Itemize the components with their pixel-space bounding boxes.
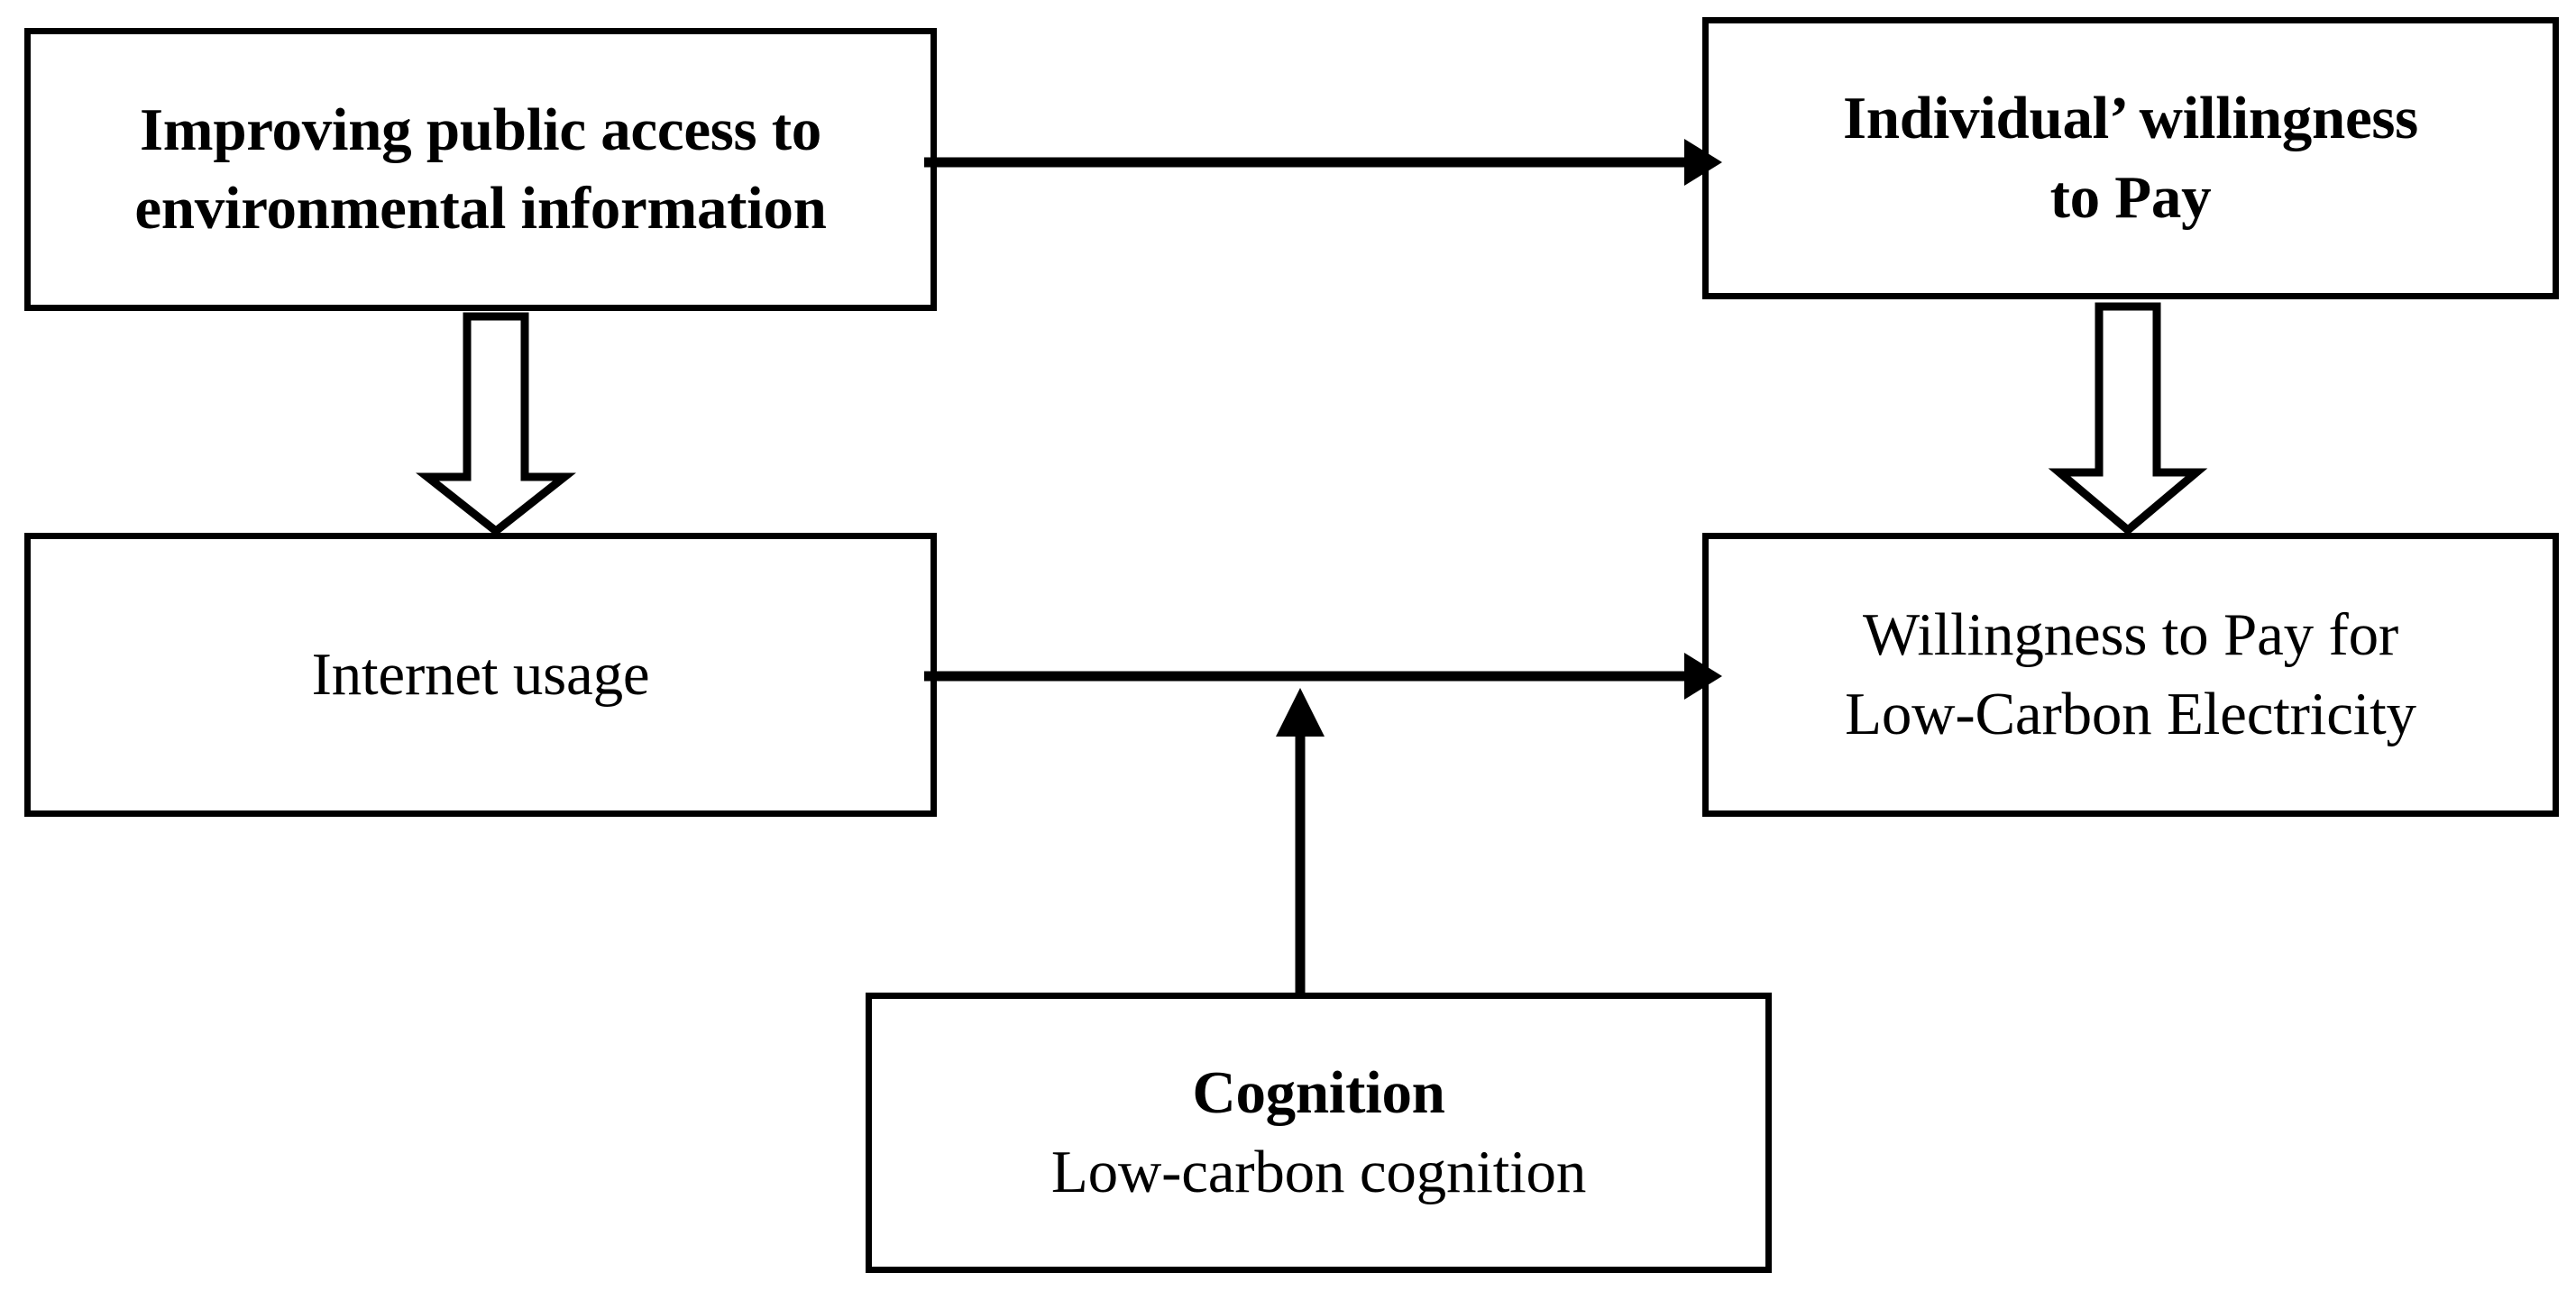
node-willingness-to-pay-low-carbon-electricity[interactable]: Willingness to Pay for Low-Carbon Electr… xyxy=(1702,533,2559,817)
node-label-line-2: Low-carbon cognition xyxy=(1050,1138,1587,1205)
node-label-line-1: Cognition xyxy=(1192,1059,1445,1127)
node-label-line-1: Improving public access to xyxy=(140,96,821,163)
node-label-line-2: to Pay xyxy=(2049,163,2212,231)
node-label-line-2: environmental information xyxy=(134,175,827,242)
node-cognition[interactable]: Cognition Low-carbon cognition xyxy=(866,993,1772,1273)
node-label-line-1: Internet usage xyxy=(311,640,650,708)
node-internet-usage[interactable]: Internet usage xyxy=(24,533,937,817)
block-arrow-access-to-internet-usage-icon xyxy=(388,311,604,536)
block-arrow-individual-wtp-to-wtp-low-carbon-icon xyxy=(2020,299,2236,536)
node-improving-public-access[interactable]: Improving public access to environmental… xyxy=(24,28,937,311)
node-label-line-1: Individual’ willingness xyxy=(1843,85,2418,152)
arrow-access-to-individual-wtp-icon xyxy=(924,126,1722,198)
node-label-line-1: Willingness to Pay for xyxy=(1863,601,2398,669)
node-label-line-2: Low-Carbon Electricity xyxy=(1845,680,2416,747)
arrow-internet-usage-to-wtp-low-carbon-icon xyxy=(924,640,1722,712)
arrow-cognition-moderator-icon xyxy=(1253,681,1352,996)
node-individual-willingness-to-pay[interactable]: Individual’ willingness to Pay xyxy=(1702,17,2559,299)
